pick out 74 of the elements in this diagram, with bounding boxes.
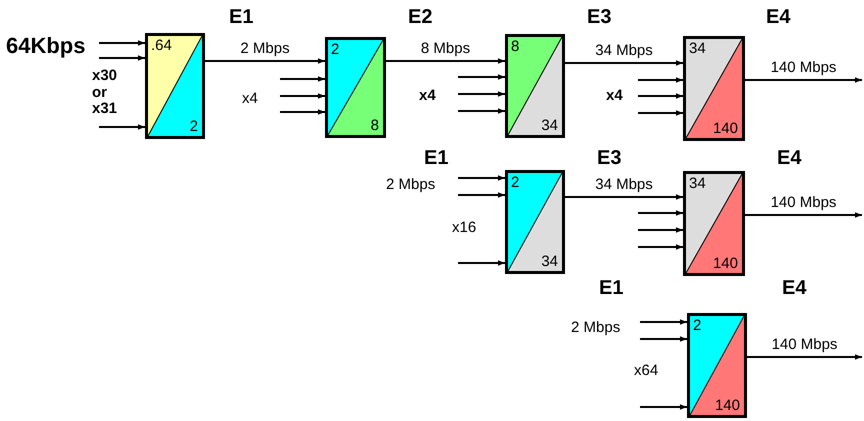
- text-label: E4: [777, 147, 802, 169]
- multiplexer-box: [505, 170, 565, 274]
- multiplexer-box: [687, 313, 747, 418]
- text-label: 2 Mbps: [386, 177, 436, 194]
- rate-label: 34: [689, 41, 706, 56]
- text-label: E4: [766, 6, 790, 28]
- rate-label: 2: [331, 42, 340, 57]
- arrow: [638, 210, 683, 216]
- arrow: [458, 175, 505, 181]
- arrow: [638, 93, 683, 99]
- arrow: [280, 93, 325, 99]
- rate-label: 34: [689, 176, 706, 191]
- arrow: [565, 194, 683, 200]
- rate-label: 2: [190, 119, 198, 134]
- rate-label: 140: [714, 398, 740, 413]
- edge-label: 2 Mbps: [240, 41, 290, 56]
- rate-label: 2: [511, 175, 520, 190]
- text-label: x4: [242, 91, 258, 108]
- multiplexer-box: [683, 171, 745, 276]
- arrow: [747, 354, 862, 360]
- arrow: [458, 74, 505, 80]
- arrow: [638, 244, 683, 250]
- text-label: x4: [606, 88, 623, 104]
- arrow: [640, 404, 687, 410]
- arrow: [745, 77, 862, 83]
- arrow: [638, 77, 683, 83]
- multiplexer-box: [145, 33, 205, 139]
- text-label: E1: [424, 147, 448, 169]
- text-label: E3: [597, 147, 622, 169]
- arrow: [458, 192, 505, 198]
- arrow: [638, 227, 683, 233]
- text-label: E1: [229, 6, 254, 28]
- arrow: [745, 212, 862, 218]
- rate-label: 140: [712, 121, 738, 136]
- edge-label: 140 Mbps: [770, 60, 836, 75]
- text-label: E1: [599, 277, 624, 299]
- edge-label: 140 Mbps: [770, 195, 836, 210]
- multiplexer-box: [325, 37, 386, 138]
- edge-label: 34 Mbps: [595, 43, 653, 58]
- arrow: [458, 108, 505, 114]
- rate-label: 2: [693, 318, 702, 333]
- edge-label: 8 Mbps: [420, 41, 470, 56]
- arrow: [386, 58, 505, 64]
- arrow: [99, 124, 145, 130]
- text-label: x64: [634, 363, 658, 380]
- edge-label: 34 Mbps: [595, 177, 653, 192]
- rate-label: 8: [511, 39, 520, 54]
- edge-label: 140 Mbps: [772, 337, 838, 352]
- text-label: 64Kbps: [6, 34, 86, 58]
- text-label: E4: [782, 277, 806, 299]
- rate-label: 140: [712, 256, 738, 271]
- rate-label: 34: [541, 254, 558, 269]
- arrow: [458, 91, 505, 97]
- arrow: [640, 319, 687, 325]
- arrow: [280, 76, 325, 82]
- arrow: [99, 40, 145, 46]
- arrow: [205, 58, 325, 64]
- text-label: x16: [452, 220, 476, 236]
- rate-label: 8: [370, 118, 379, 133]
- multiplexer-box: [505, 34, 565, 138]
- text-label: E2: [408, 6, 432, 28]
- text-label: E3: [587, 6, 612, 28]
- rate-label: .64: [151, 38, 172, 53]
- arrow: [280, 109, 325, 115]
- arrow: [458, 260, 505, 266]
- text-label: x4: [419, 88, 436, 104]
- arrow: [638, 110, 683, 116]
- text-label: x30 or x31: [92, 68, 118, 118]
- rate-label: 34: [541, 118, 558, 133]
- arrow: [640, 336, 687, 342]
- multiplexer-box: [683, 36, 745, 141]
- text-label: 2 Mbps: [571, 320, 620, 336]
- arrow: [565, 60, 683, 66]
- arrow: [99, 55, 145, 61]
